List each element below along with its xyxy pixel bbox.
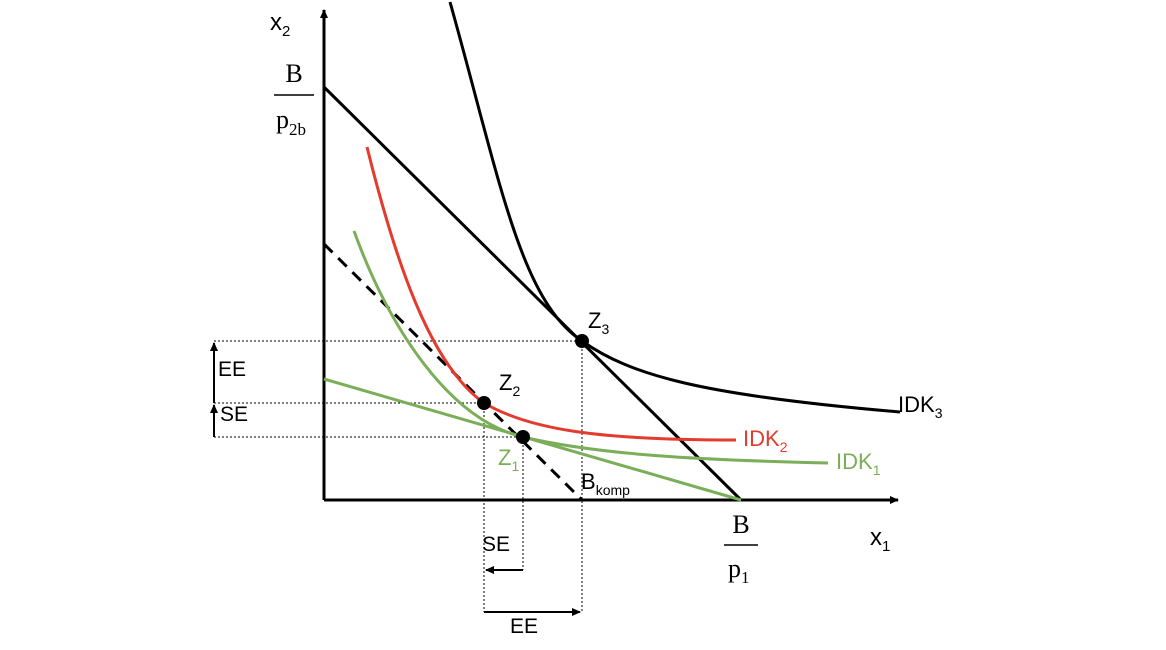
- guide-lines: [214, 340, 583, 612]
- label-bkomp: Bkomp: [581, 469, 630, 498]
- y-intercept-denominator: p2b: [276, 105, 306, 139]
- y-intercept-numerator: B: [285, 59, 302, 88]
- label-z2: Z2: [499, 370, 520, 399]
- label-z1: Z1: [498, 445, 519, 474]
- budget-line-b-p2b: [322, 85, 743, 502]
- indifference-curve-idk3: [448, 1, 901, 414]
- label-se-vertical: SE: [220, 403, 248, 426]
- x-intercept-numerator: B: [732, 510, 749, 539]
- label-idk2: IDK2: [743, 426, 788, 455]
- indifference-curve-idk2: [365, 146, 737, 442]
- label-z3: Z3: [588, 308, 609, 337]
- point-z3: [575, 334, 589, 348]
- label-ee-horizontal: EE: [510, 615, 538, 638]
- label-idk1: IDK1: [836, 449, 881, 478]
- y-axis-label: x2: [270, 9, 290, 40]
- point-z2: [477, 396, 491, 410]
- x-intercept-denominator: p1: [728, 554, 750, 587]
- point-z1: [516, 430, 530, 444]
- label-se-horizontal: SE: [482, 533, 510, 556]
- x-axis-label: x1: [870, 524, 890, 555]
- label-idk3: IDK3: [898, 392, 943, 421]
- label-ee-vertical: EE: [218, 358, 246, 381]
